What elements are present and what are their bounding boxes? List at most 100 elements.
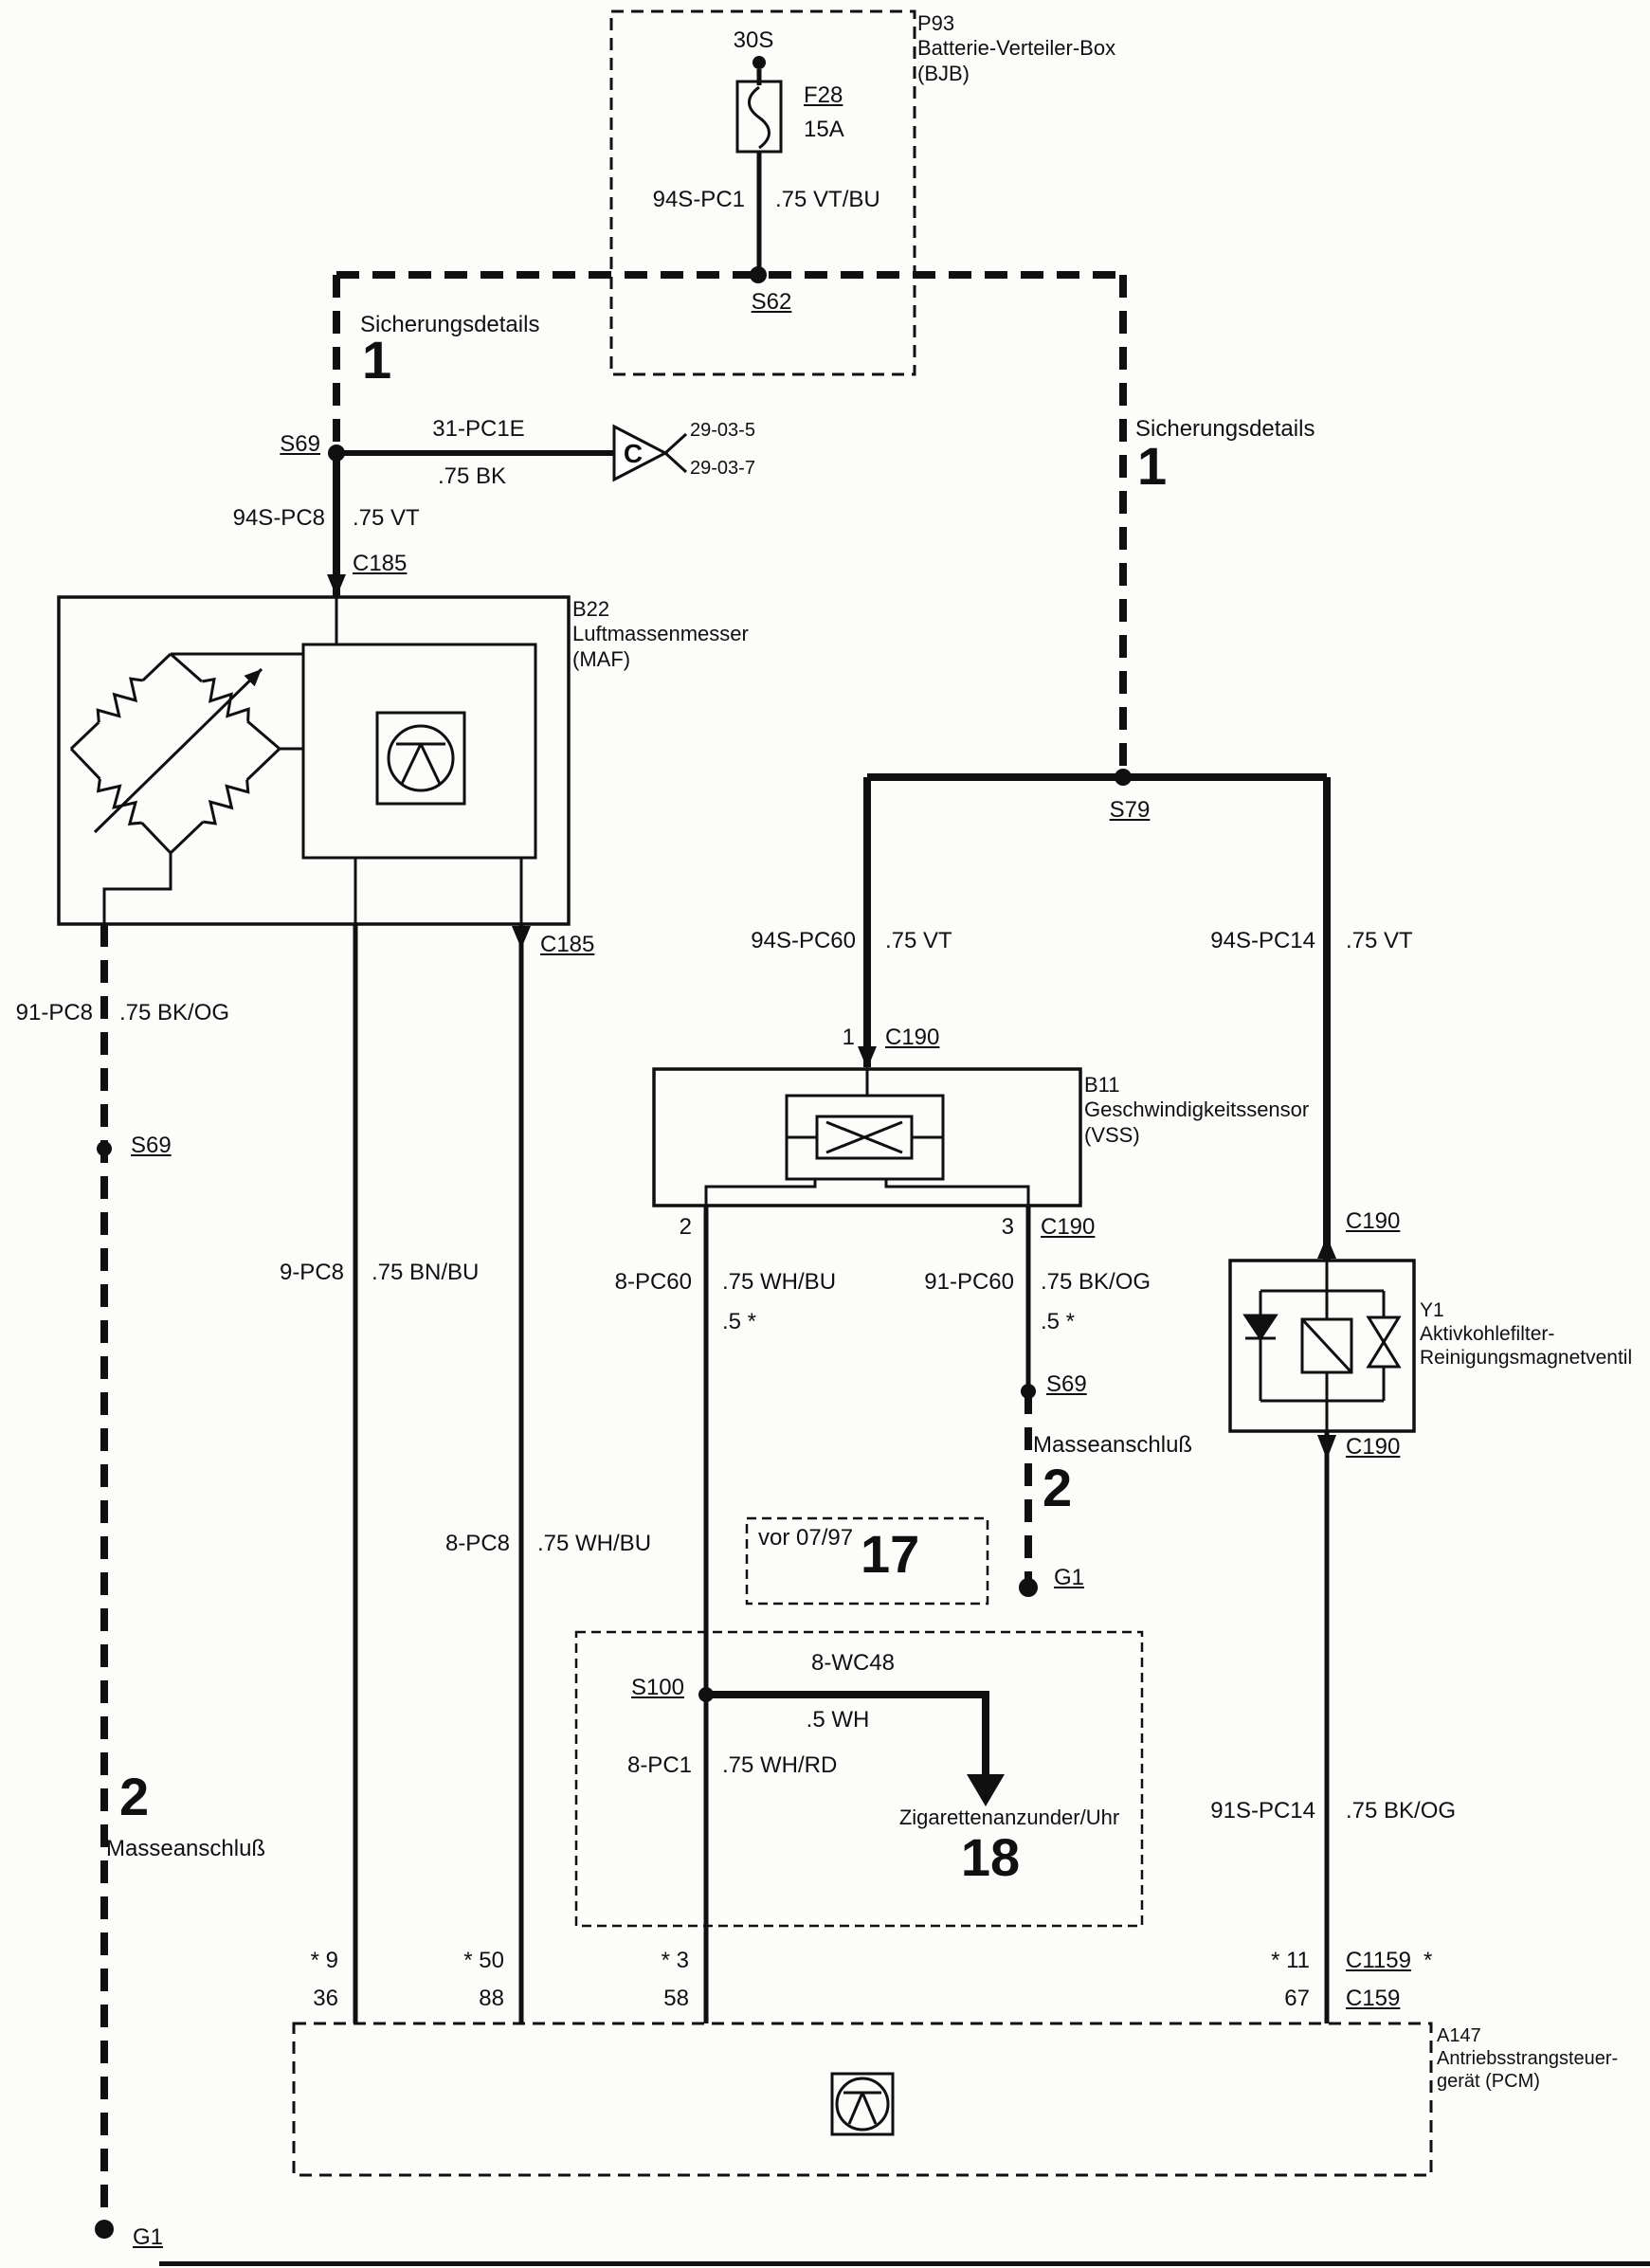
wire-code-8-pc8: 8-PC8 <box>444 1531 510 1556</box>
lighter-note-box <box>574 1630 1144 1928</box>
pcm-module-symbol <box>830 2072 895 2136</box>
vss-name-line2: (VSS) <box>1084 1122 1140 1147</box>
wire-spec-8-pc60: .75 WH/BU <box>722 1269 837 1295</box>
maf-module-frame <box>375 711 466 806</box>
wire-spec-31-pc1e: .75 BK <box>437 463 507 489</box>
note-lighter: Zigarettenanzunder/Uhr <box>898 1805 1120 1829</box>
pcm-pin-36-label: 36 <box>313 1986 338 2011</box>
note-fuse-details-left: Sicherungsdetails <box>360 312 540 337</box>
connector-c190-vss-bottom-label: C190 <box>1041 1214 1096 1240</box>
splice-dots <box>95 266 1132 2239</box>
fuse-symbol <box>735 56 783 275</box>
arrow-purge-top-icon <box>1317 1236 1336 1259</box>
arrow-into-vss-icon <box>858 1046 877 1069</box>
pcm-pin-11-label: * 11 <box>1271 1948 1310 1973</box>
splice-s69-mid-dot <box>1021 1384 1036 1399</box>
splice-s69-top-dot <box>328 445 345 462</box>
ref-ground-mid: 2 <box>1043 1458 1073 1517</box>
wire-spec-8-wc48: .5 WH <box>806 1707 870 1733</box>
purge-valve-name-line1: Aktivkohlefilter- <box>1420 1323 1555 1346</box>
purge-valve-symbol <box>1242 1261 1402 1431</box>
bjb-name-line1: Batterie-Verteiler-Box <box>917 36 1116 61</box>
ground-g1-left-label: G1 <box>133 2224 164 2250</box>
pcm-pin-58-label: 58 <box>663 1986 689 2011</box>
vss-id: B11 <box>1084 1073 1120 1097</box>
splice-s69-left-dot <box>97 1141 112 1156</box>
fuse-id-label: F28 <box>804 82 843 108</box>
wire-spec-9-pc8: .75 BN/BU <box>372 1260 480 1285</box>
wire-note-8-pc60: .5 * <box>722 1309 757 1334</box>
ref-lighter: 18 <box>960 1827 1021 1887</box>
maf-bridge-symbol <box>69 597 523 924</box>
connector-c190-vss-top-label: C190 <box>885 1025 940 1050</box>
connector-c159-label: C159 <box>1346 1986 1401 2011</box>
wire-code-94s-pc60: 94S-PC60 <box>751 928 856 953</box>
splice-s69-top-label: S69 <box>280 431 320 457</box>
splice-s69-left-label: S69 <box>131 1133 172 1158</box>
pcm-pin-50-label: * 50 <box>463 1948 504 1973</box>
wire-spec-94s-pc1: .75 VT/BU <box>775 187 880 212</box>
wire-code-9-pc8: 9-PC8 <box>279 1260 344 1285</box>
maf-label-block: B22 Luftmassenmesser (MAF) <box>572 597 749 672</box>
vss-sensor-symbol <box>704 1069 1030 1206</box>
connector-c185-top-label: C185 <box>353 551 408 576</box>
maf-name-line2: (MAF) <box>572 646 631 671</box>
bjb-box <box>609 9 916 376</box>
note-fuse-details-right: Sicherungsdetails <box>1135 416 1315 442</box>
wire-code-8-pc60: 8-PC60 <box>614 1269 692 1295</box>
arrowheads <box>244 574 1336 1806</box>
splice-s69-mid-label: S69 <box>1046 1371 1087 1397</box>
note-variant: vor 07/97 <box>758 1525 854 1551</box>
wire-spec-8-pc1: .75 WH/RD <box>722 1752 838 1778</box>
maf-box <box>57 595 571 926</box>
signal-wires <box>353 924 1330 2023</box>
maf-name-line1: Luftmassenmesser <box>572 622 749 646</box>
bjb-label-block: P93 Batterie-Verteiler-Box (BJB) <box>917 11 1115 86</box>
wire-code-94s-pc8: 94S-PC8 <box>232 505 325 531</box>
ground-g1-left-dot <box>95 2220 114 2239</box>
pcm-pin-88-label: 88 <box>479 1986 504 2011</box>
pcm-box <box>292 2022 1433 2177</box>
terminal-30s-dot <box>752 56 766 69</box>
fuse-rating-label: 15A <box>804 117 844 142</box>
wire-spec-8-pc8: .75 WH/BU <box>537 1531 652 1556</box>
pcm-label-block: A147 Antriebsstrangsteuer- gerät (PCM) <box>1437 2024 1618 2093</box>
splice-s62-dot <box>750 266 767 283</box>
vss-name-line1: Geschwindigkeitssensor <box>1084 1098 1310 1122</box>
bjb-id: P93 <box>917 11 955 35</box>
wire-code-91-pc60: 91-PC60 <box>924 1269 1014 1295</box>
diode-icon <box>1242 1314 1278 1341</box>
purge-valve-box <box>1228 1259 1416 1433</box>
ref-variant: 17 <box>861 1524 920 1584</box>
maf-id: B22 <box>572 597 610 621</box>
connector-c190-purge-top-label: C190 <box>1346 1208 1401 1234</box>
connector-c1159-star: * <box>1423 1948 1433 1973</box>
wire-code-91-pc8: 91-PC8 <box>15 1000 93 1025</box>
ground-g1-mid-dot <box>1019 1578 1038 1597</box>
off-page-connector-icon: C <box>612 424 688 482</box>
wire-note-91-pc60: .5 * <box>1041 1309 1076 1334</box>
wire-code-94s-pc1: 94S-PC1 <box>652 187 745 212</box>
arrow-into-maf-icon <box>327 574 346 597</box>
maf-inner-box <box>301 643 537 860</box>
wire-code-91s-pc14: 91S-PC14 <box>1210 1798 1315 1823</box>
wire-spec-94s-pc8: .75 VT <box>353 505 420 531</box>
connector-c1159-label: C1159 <box>1346 1948 1411 1973</box>
ref-ground-left: 2 <box>119 1767 150 1826</box>
pcm-id: A147 <box>1437 2025 1481 2046</box>
arrow-purge-bottom-icon <box>1317 1435 1336 1460</box>
vss-pin-1-label: 1 <box>842 1025 855 1050</box>
wire-code-94s-pc14: 94S-PC14 <box>1210 928 1315 953</box>
arrow-out-maf-icon <box>512 926 531 949</box>
maf-module-symbol <box>387 724 455 792</box>
purge-valve-name-line2: Reinigungsmagnetventil <box>1420 1347 1633 1370</box>
wire-code-8-wc48: 8-WC48 <box>810 1650 896 1676</box>
purge-valve-id: Y1 <box>1420 1299 1444 1321</box>
off-page-ref-top: 29-03-5 <box>690 420 755 441</box>
wire-spec-94s-pc60: .75 VT <box>885 928 952 953</box>
connector-c185-bottom-label: C185 <box>540 932 595 957</box>
ground-g1-mid-label: G1 <box>1054 1565 1085 1590</box>
vss-pin-2-label: 2 <box>679 1214 692 1240</box>
